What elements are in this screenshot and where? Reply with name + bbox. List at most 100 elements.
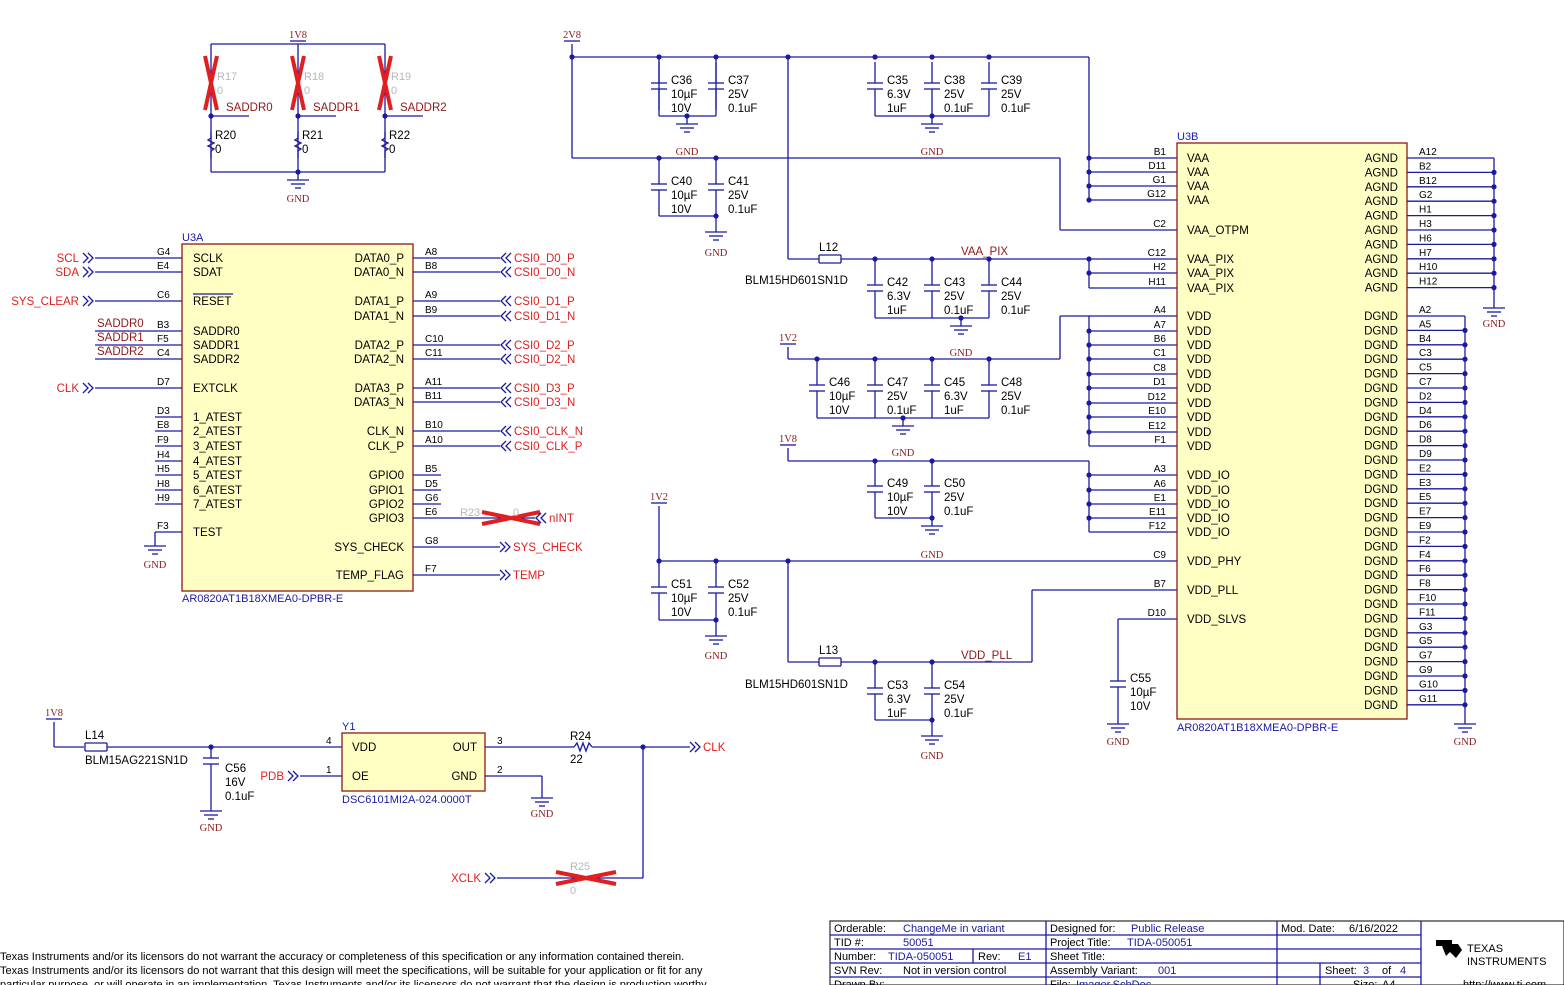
pin-name: VDD_PLL xyxy=(1187,585,1239,597)
pin-number: H9 xyxy=(157,493,170,504)
pin-number: 2 xyxy=(497,765,503,776)
tb-value: Public Release xyxy=(1131,923,1204,935)
pin-name: GPIO2 xyxy=(369,499,404,511)
dnp-cross xyxy=(555,870,617,886)
junction-dot xyxy=(1086,183,1092,189)
port-arrow xyxy=(505,382,512,394)
tb-label: Orderable: xyxy=(834,923,886,935)
cap-rating: 0.1uF xyxy=(887,405,916,417)
cap-ref: C50 xyxy=(944,478,965,490)
gnd-label: GND xyxy=(200,823,223,834)
pin-number: C7 xyxy=(1419,377,1432,388)
gnd-label: GND xyxy=(705,248,728,259)
ferrite-ref: L14 xyxy=(85,730,105,742)
cap-value: 6.3V xyxy=(887,694,911,706)
disclaimer-line: Texas Instruments and/or its licensors d… xyxy=(0,951,684,963)
junction-dot xyxy=(1086,501,1092,507)
dnp-resistor-ref: R18 xyxy=(304,71,324,83)
tb-value: Not in version control xyxy=(903,965,1006,977)
gnd-label: GND xyxy=(676,147,699,158)
tb-value: E1 xyxy=(1018,951,1031,963)
pin-number: F4 xyxy=(1419,550,1431,561)
cap-ref: C38 xyxy=(944,75,965,87)
dnp-resistor-ref: R23 xyxy=(460,507,480,519)
pin-name: 3_ATEST xyxy=(193,441,242,453)
tb-value: ChangeMe in variant xyxy=(903,923,1005,935)
junction-dot xyxy=(1086,385,1092,391)
pin-name: DGND xyxy=(1364,383,1398,395)
port-label: CSI0_D1_P xyxy=(514,296,575,308)
gnd-label: GND xyxy=(1107,737,1130,748)
cap-rating: 10V xyxy=(829,405,850,417)
pin-number: D10 xyxy=(1148,608,1167,619)
pin-name: DGND xyxy=(1364,599,1398,611)
port-arrow xyxy=(505,310,512,322)
pin-name: VAA xyxy=(1187,181,1209,193)
pin-number: A12 xyxy=(1419,147,1437,158)
pin-name: GPIO1 xyxy=(369,485,404,497)
port-arrow xyxy=(500,382,507,394)
pin-name: DGND xyxy=(1364,311,1398,323)
cap-ref: C52 xyxy=(728,579,749,591)
tb-value: Imager.SchDoc xyxy=(1076,979,1152,985)
pin-number: B12 xyxy=(1419,176,1437,187)
port-label: SCL xyxy=(57,253,80,265)
pin-name: DATA3_N xyxy=(354,397,404,409)
pin-name: DGND xyxy=(1364,426,1398,438)
oscillator-body xyxy=(341,732,486,792)
pin-name: DGND xyxy=(1364,657,1398,669)
pin-number: H7 xyxy=(1419,248,1432,259)
tb-value: TIDA-050051 xyxy=(1127,937,1192,949)
pin-name: VDD_IO xyxy=(1187,527,1230,539)
pin-number: E11 xyxy=(1149,507,1166,518)
pin-name: DGND xyxy=(1364,354,1398,366)
cap-rating: 10V xyxy=(671,607,692,619)
u3a-part: AR0820AT1B18XMEA0-DPBR-E xyxy=(182,593,343,605)
cap-value: 25V xyxy=(728,593,749,605)
dnp-resistor-ref: R17 xyxy=(217,71,237,83)
tb-label: Sheet: xyxy=(1325,965,1357,977)
cap-rating: 0.1uF xyxy=(728,607,757,619)
pin-name: VDD xyxy=(1187,326,1211,338)
cap-value: 25V xyxy=(944,694,965,706)
resistor-value: 0 xyxy=(302,144,308,156)
pin-number: C3 xyxy=(1419,348,1432,359)
tb-value: 6/16/2022 xyxy=(1349,923,1398,935)
pin-name: DGND xyxy=(1364,527,1398,539)
cap-ref: C54 xyxy=(944,680,966,692)
pin-name: DGND xyxy=(1364,556,1398,568)
dnp-resistor-ref: R25 xyxy=(570,861,590,873)
port-label: SYS_CHECK xyxy=(513,542,583,554)
port-arrow xyxy=(500,339,507,351)
cap-rating: 1uF xyxy=(887,305,907,317)
oscillator-ref: Y1 xyxy=(342,721,355,733)
pin-number: E5 xyxy=(1419,492,1432,503)
pin-number: E7 xyxy=(1419,507,1432,518)
port-label: CSI0_D1_N xyxy=(514,311,575,323)
dnp-cross xyxy=(203,55,219,111)
pin-name: DGND xyxy=(1364,412,1398,424)
junction-dot xyxy=(1086,400,1092,406)
net-label: SADDR2 xyxy=(400,102,447,114)
tb-label: Project Title: xyxy=(1050,937,1111,949)
pin-number: B1 xyxy=(1154,147,1167,158)
cap-rating: 1uF xyxy=(887,708,907,720)
pin-number: C10 xyxy=(425,334,444,345)
ferrite-part: BLM15HD601SN1D xyxy=(745,275,848,287)
pin-number: D5 xyxy=(425,479,438,490)
resistor-ref: R24 xyxy=(570,731,592,743)
pin-name: EXTCLK xyxy=(193,383,238,395)
ferrite-part: BLM15AG221SN1D xyxy=(85,755,188,767)
pin-name: DGND xyxy=(1364,628,1398,640)
pin-number: B3 xyxy=(157,320,170,331)
u3a-body xyxy=(181,243,414,592)
net-label: SADDR1 xyxy=(97,332,144,344)
cap-ref: C43 xyxy=(944,277,965,289)
pin-name: VDD_IO xyxy=(1187,485,1230,497)
pin-name: VDD_IO xyxy=(1187,470,1230,482)
pin-number: 3 xyxy=(497,736,503,747)
pin-name: VDD xyxy=(1187,383,1211,395)
pin-number: F11 xyxy=(1419,607,1436,618)
cap-ref: C51 xyxy=(671,579,692,591)
pin-number: G5 xyxy=(1419,636,1433,647)
